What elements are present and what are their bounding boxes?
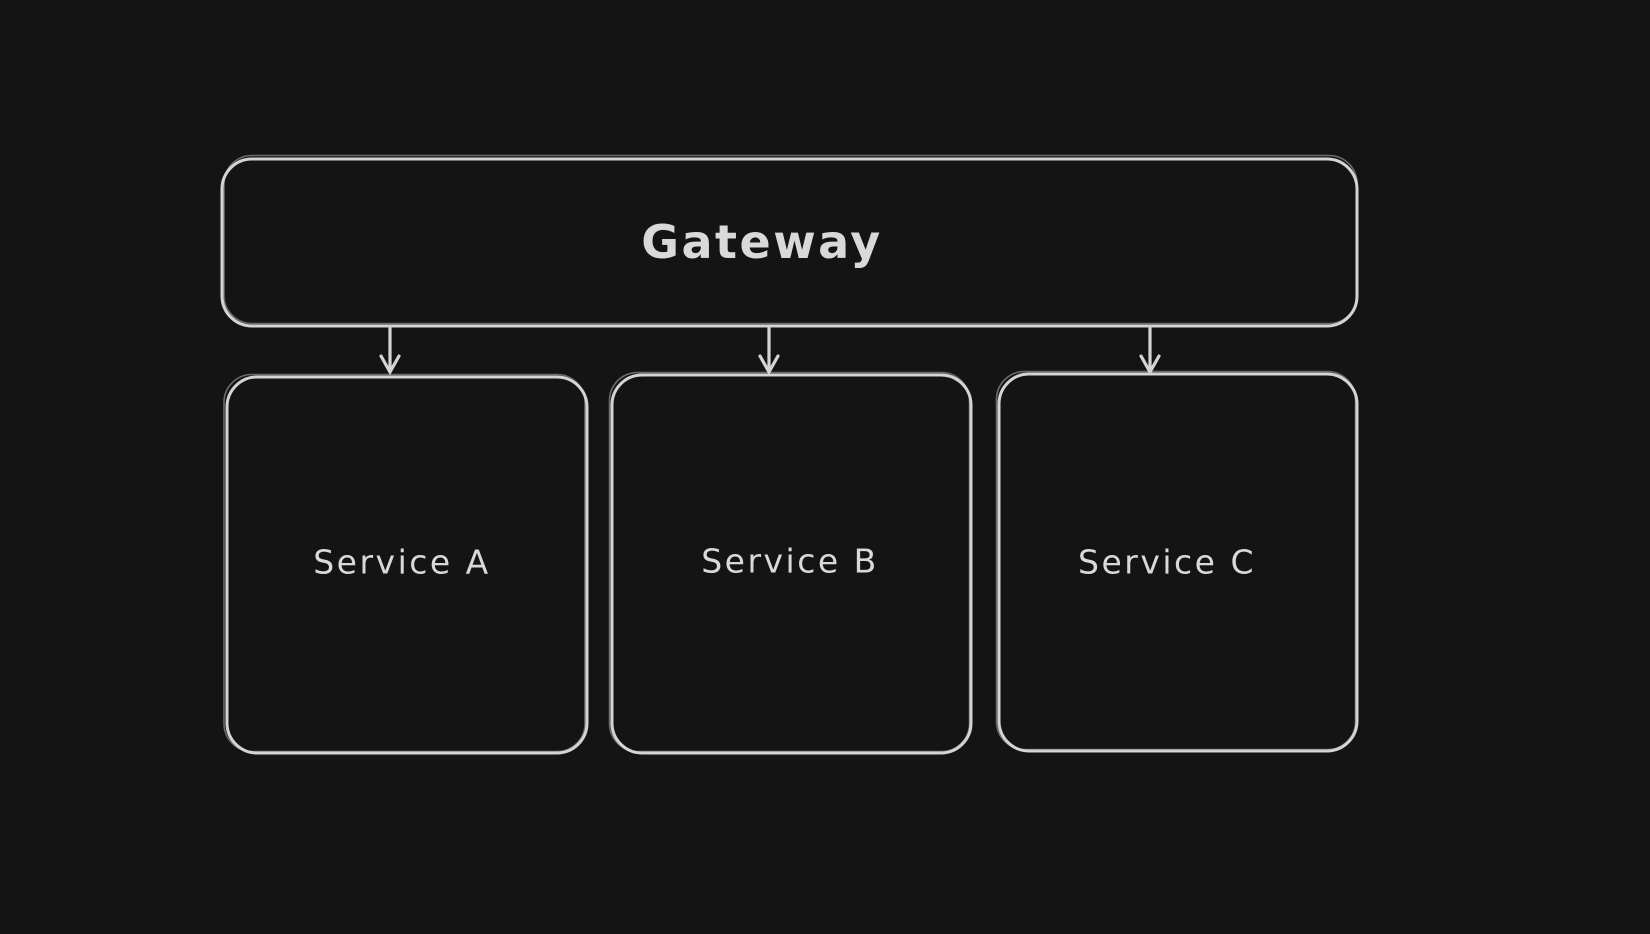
service-c-node-box	[995, 370, 1359, 753]
service-c-node-label: Service C	[1078, 542, 1256, 582]
arrow-gateway-to-service-c	[1139, 326, 1161, 376]
arrow-gateway-to-service-a	[379, 326, 401, 376]
gateway-node-label: Gateway	[641, 215, 883, 269]
service-b-node-label: Service B	[701, 541, 879, 581]
service-a-node-box	[223, 373, 589, 755]
service-a-node-label: Service A	[313, 542, 491, 582]
service-b-node-box	[608, 371, 973, 755]
gateway-node-box	[220, 154, 1359, 328]
arrow-gateway-to-service-b	[758, 326, 780, 376]
